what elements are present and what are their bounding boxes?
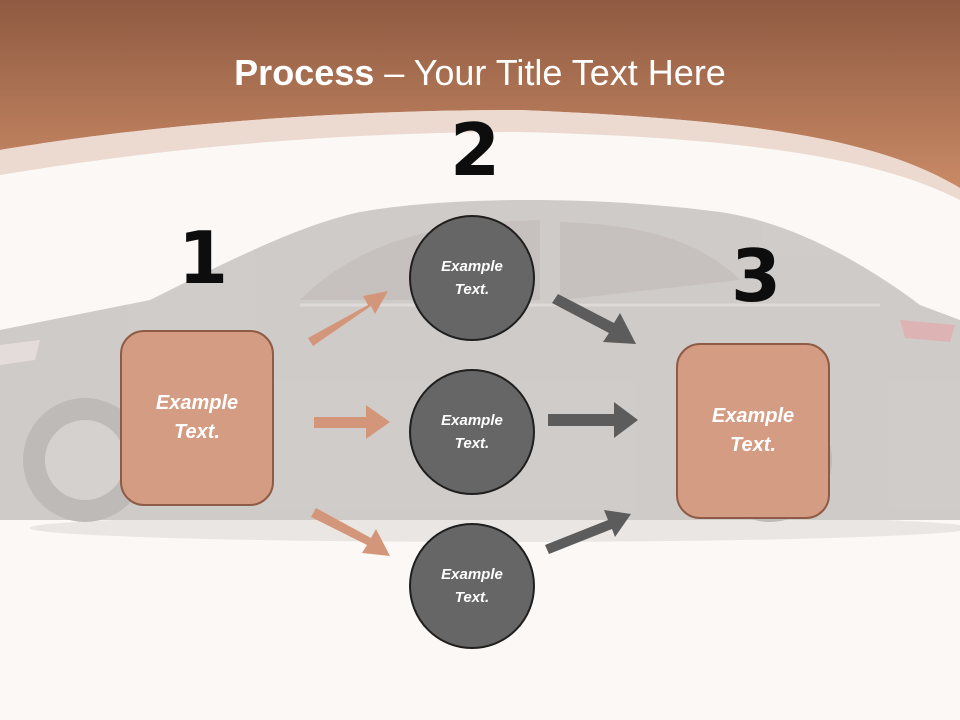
arrow-top-to-right (552, 294, 636, 344)
title-bold: Process (234, 52, 375, 93)
step-number-2: 2 (450, 108, 501, 192)
step-circle-bottom: Example Text. (409, 523, 535, 649)
slide-title: Process – Your Title Text Here (0, 52, 960, 94)
step-box-right-text: Example Text. (711, 405, 795, 456)
arrow-middle-to-right (548, 402, 638, 438)
step-circle-middle-text: Example Text. (441, 412, 503, 452)
step-circle-top: Example Text. (409, 215, 535, 341)
step-number-3: 3 (731, 234, 782, 318)
title-rest: – Your Title Text Here (374, 52, 726, 93)
step-number-1: 1 (178, 216, 229, 300)
step-circle-middle: Example Text. (409, 369, 535, 495)
arrow-left-to-bottom (311, 508, 390, 556)
header-band (0, 0, 960, 188)
step-circle-top-text: Example Text. (441, 258, 503, 298)
arrow-bottom-to-right (545, 510, 631, 554)
step-box-left-text: Example Text. (155, 392, 239, 443)
step-box-left: Example Text. (120, 330, 274, 506)
arrow-left-to-middle (314, 405, 390, 439)
step-box-right: Example Text. (676, 343, 830, 519)
arrow-left-to-top (308, 291, 388, 346)
step-circle-bottom-text: Example Text. (441, 566, 503, 606)
